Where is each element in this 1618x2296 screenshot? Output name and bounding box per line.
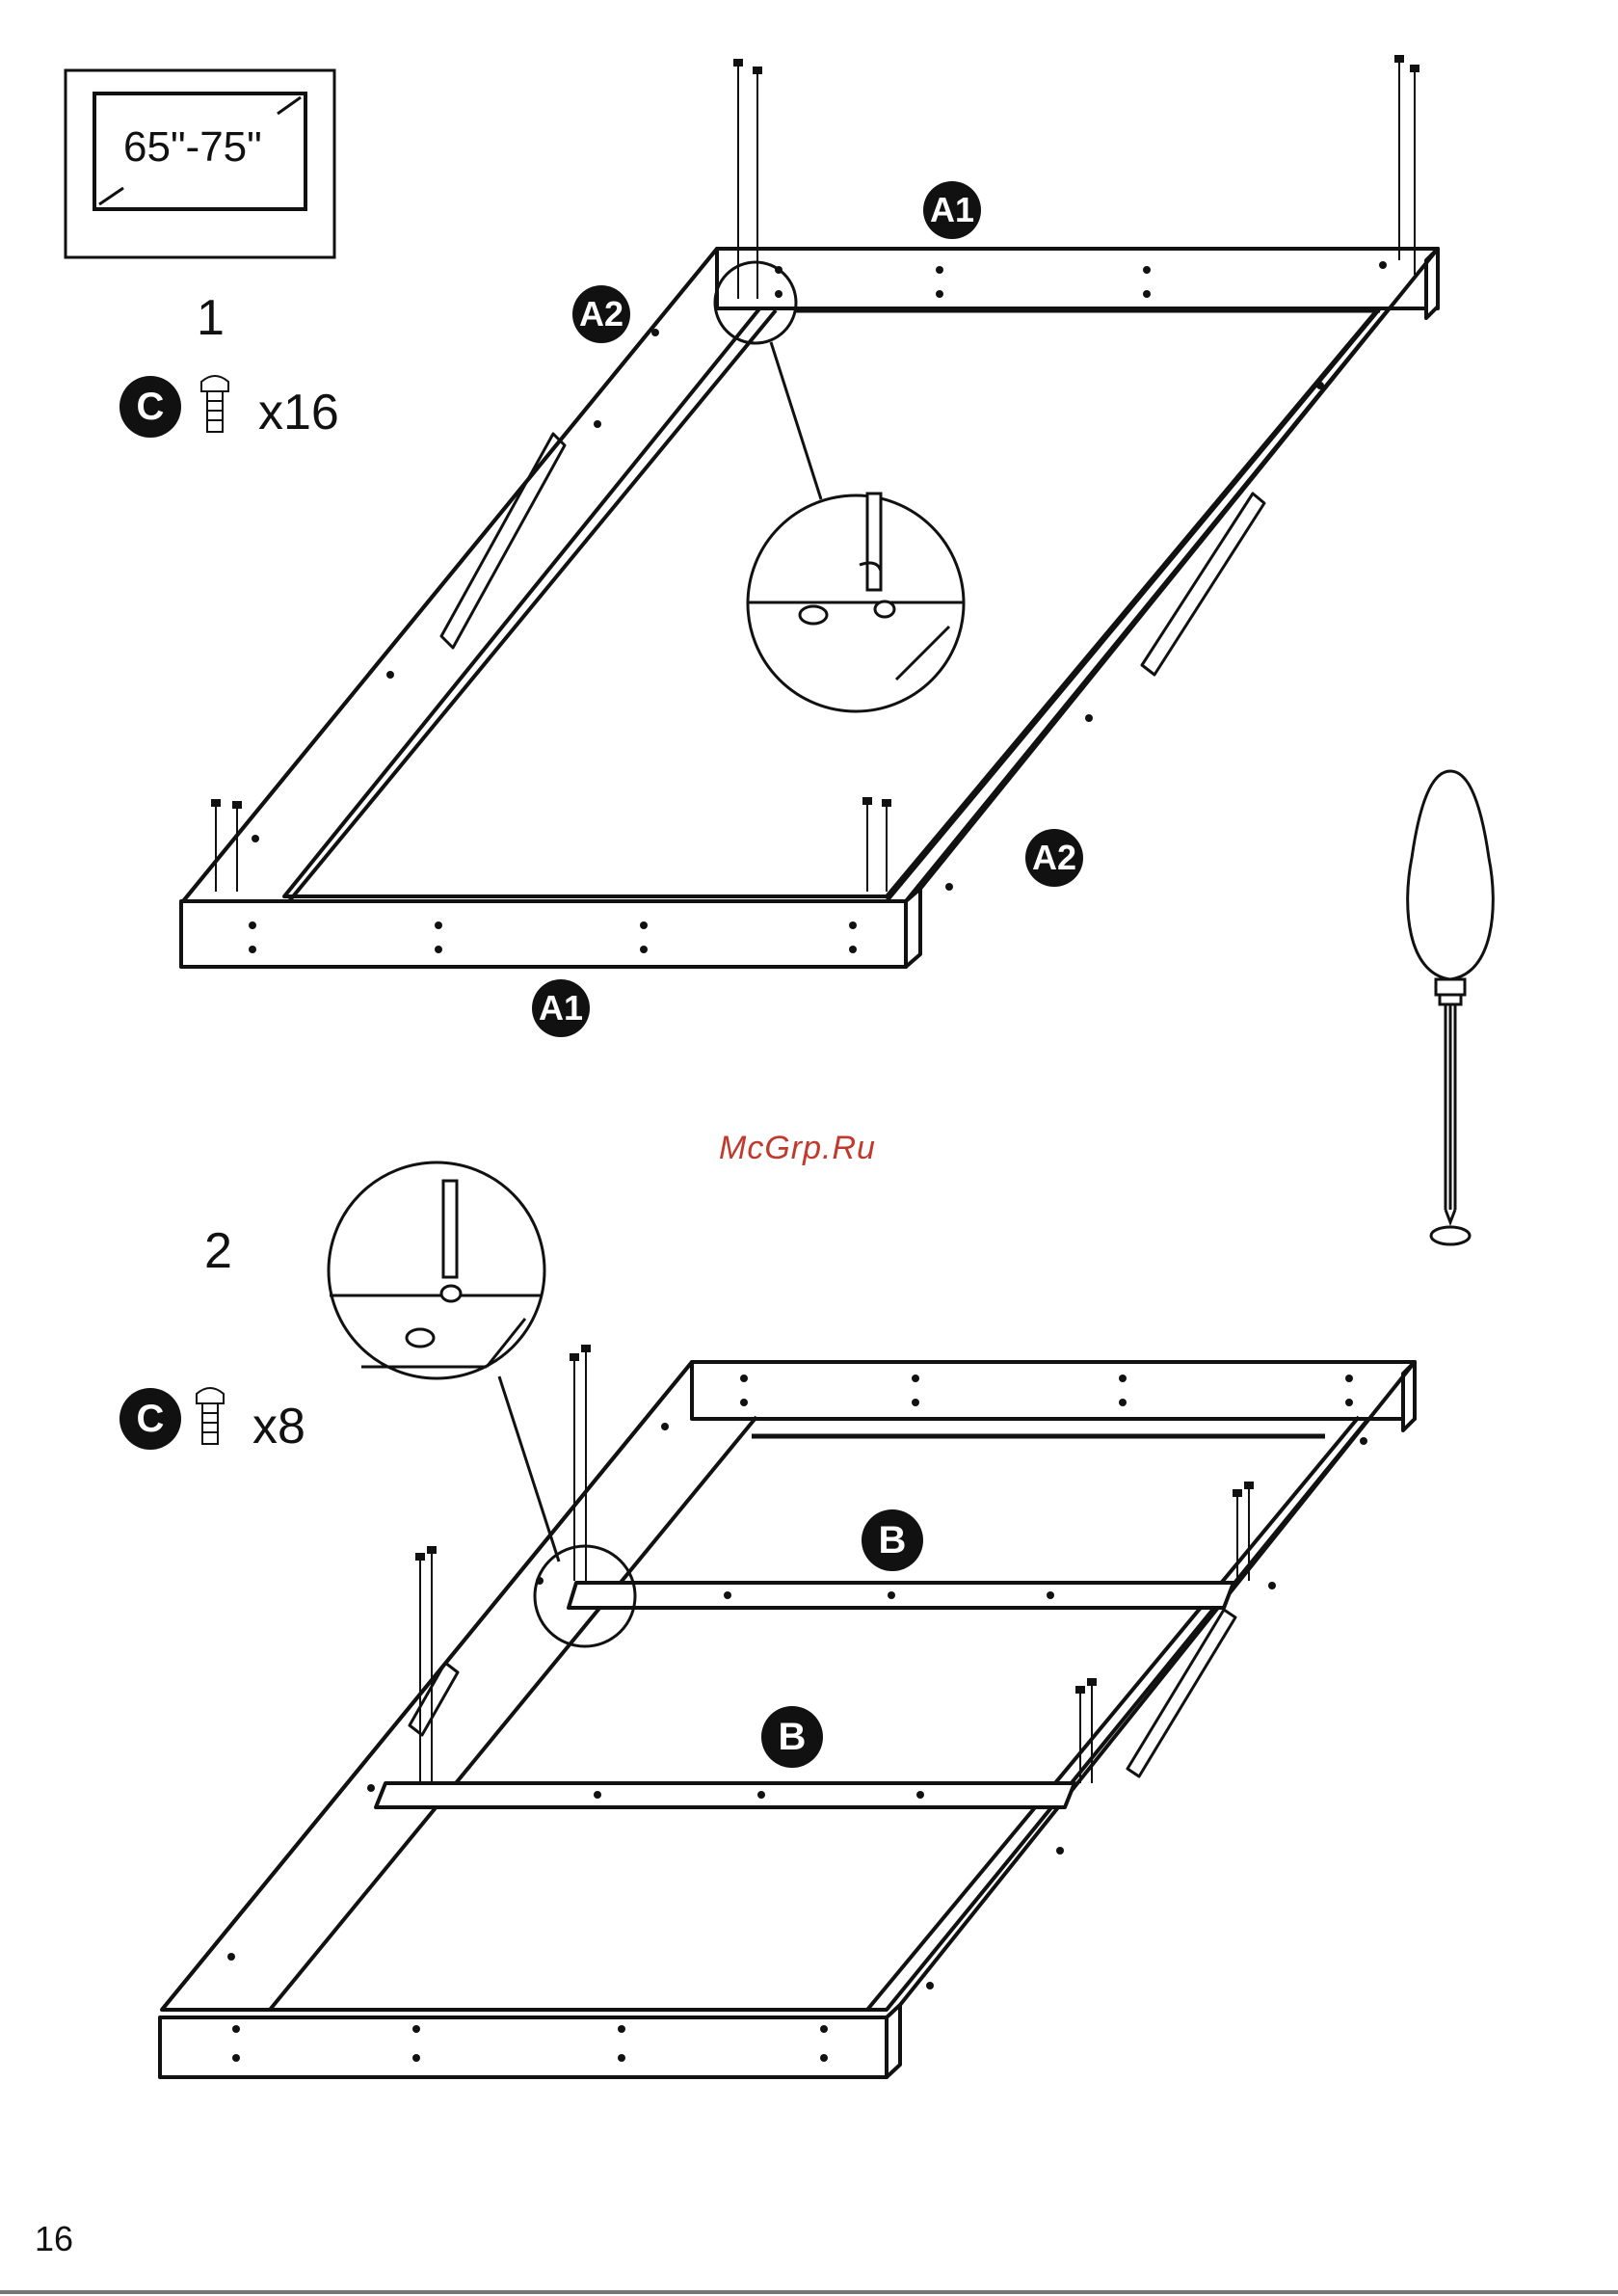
frame-label-bottom: A1 — [532, 979, 590, 1037]
detail-zoom-icon — [715, 262, 964, 711]
screw-icon — [201, 376, 228, 432]
crossbar-label-2: B — [761, 1706, 823, 1768]
frame-label-top: A1 — [923, 181, 981, 239]
step2-part-badge: C — [119, 1388, 181, 1450]
detail-zoom-icon-step2 — [329, 1162, 635, 1646]
screwdriver-icon — [1408, 771, 1494, 1244]
footer-divider — [0, 2290, 1618, 2294]
frame-label-right: A2 — [1025, 829, 1083, 887]
step1-number: 1 — [197, 289, 225, 347]
crossbar-label-1: B — [862, 1509, 923, 1571]
step1-quantity: x16 — [258, 384, 339, 441]
watermark: McGrp.Ru — [719, 1130, 876, 1167]
page-number: 16 — [35, 2219, 73, 2259]
step1-screws — [212, 56, 1419, 892]
step2-quantity: x8 — [252, 1398, 305, 1455]
frame-label-left: A2 — [572, 285, 630, 343]
tv-size-label: 65"-75" — [123, 123, 262, 172]
step1-part-badge: C — [119, 376, 181, 438]
screw-icon-step2 — [197, 1388, 224, 1444]
step2-number: 2 — [204, 1222, 232, 1280]
